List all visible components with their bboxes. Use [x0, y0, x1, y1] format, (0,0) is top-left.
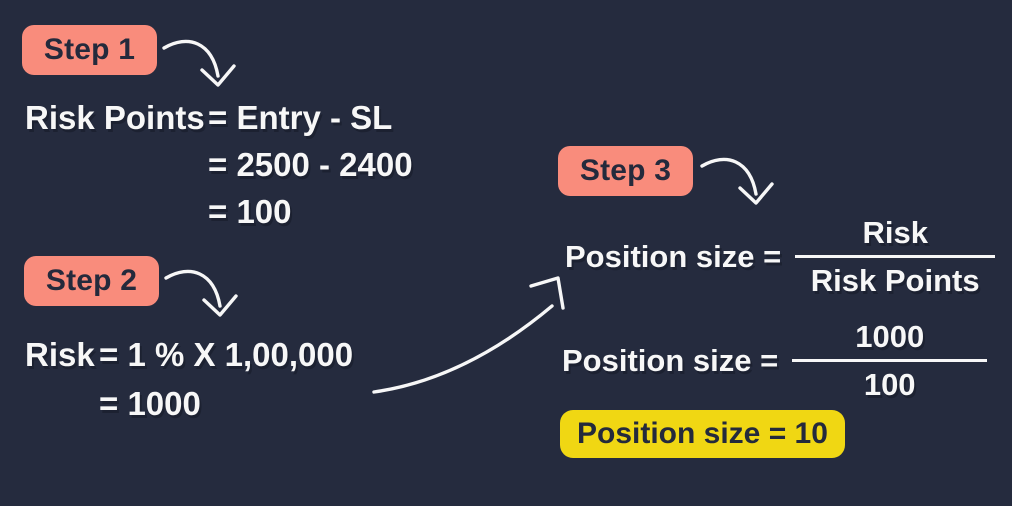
formula-fraction: Risk Risk Points: [795, 214, 996, 299]
formula-lhs-label: Position size =: [565, 238, 782, 274]
step1-equation-line: = Entry - SL: [208, 99, 393, 136]
step2-equations: Risk = 1 % X 1,00,000 = 1000: [25, 330, 353, 428]
step3-badge: Step 3: [558, 146, 693, 196]
step2-equation-line: = 1000: [99, 385, 201, 422]
position-size-formula: Position size = Risk Risk Points: [565, 214, 996, 299]
step2-lhs-label: Risk: [25, 336, 95, 373]
step2-badge: Step 2: [24, 256, 159, 306]
values-numerator: 1000: [855, 319, 925, 354]
step3-curved-arrow-icon: [700, 157, 774, 205]
values-denominator: 100: [792, 359, 988, 403]
values-lhs-label: Position size =: [562, 342, 779, 378]
step1-badge: Step 1: [22, 25, 157, 75]
step1-equation-line: = 2500 - 2400: [208, 146, 413, 183]
step1-lhs-label: Risk Points: [25, 99, 205, 136]
step1-curved-arrow-icon: [162, 39, 236, 87]
result-badge: Position size = 10: [560, 410, 845, 458]
step1-equation-line: = 100: [208, 193, 292, 230]
step1-equations: Risk Points = Entry - SL = 2500 - 2400 =…: [25, 94, 413, 235]
formula-denominator: Risk Points: [795, 255, 996, 299]
formula-numerator: Risk: [862, 215, 928, 250]
values-fraction: 1000 100: [792, 318, 988, 403]
step2-curved-arrow-icon: [164, 269, 238, 317]
step2-equation-line: = 1 % X 1,00,000: [99, 336, 354, 373]
flow-curved-arrow-icon: [372, 276, 565, 394]
position-size-values: Position size = 1000 100: [562, 318, 988, 403]
